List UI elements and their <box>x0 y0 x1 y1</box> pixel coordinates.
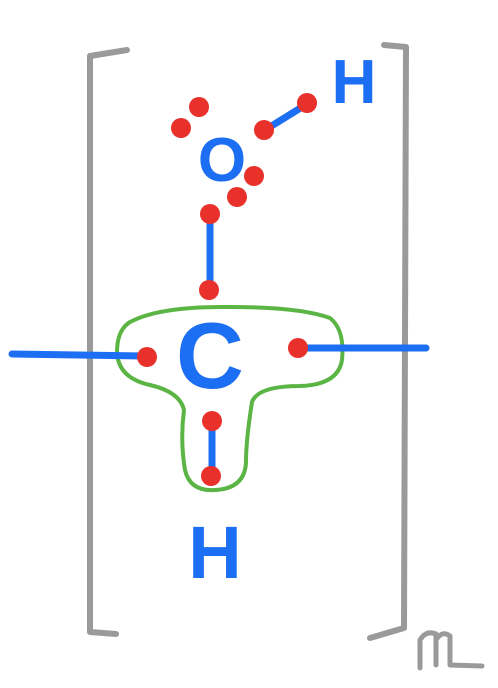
carbon-group-highlight <box>115 304 345 493</box>
right-bracket <box>367 42 409 641</box>
left-bracket <box>87 47 130 637</box>
repeat-subscript <box>417 630 485 671</box>
atom-hydrogen-top: H <box>332 48 377 117</box>
electron-dot <box>202 411 222 431</box>
electron-dot <box>137 347 157 367</box>
bond-chain-left <box>8 350 147 360</box>
atom-hydrogen-bottom: H <box>188 511 241 594</box>
electron-dot <box>189 97 209 117</box>
electron-dot <box>297 93 317 113</box>
atom-oxygen: O <box>198 126 246 195</box>
electron-dot <box>227 187 247 207</box>
electron-dot <box>200 204 220 224</box>
electron-dot <box>288 338 308 358</box>
electron-dot <box>254 120 274 140</box>
electron-dot <box>171 118 191 138</box>
electron-dot <box>244 166 264 186</box>
electron-dot <box>201 466 221 486</box>
atom-carbon: C <box>176 303 244 408</box>
electron-dot <box>199 280 219 300</box>
